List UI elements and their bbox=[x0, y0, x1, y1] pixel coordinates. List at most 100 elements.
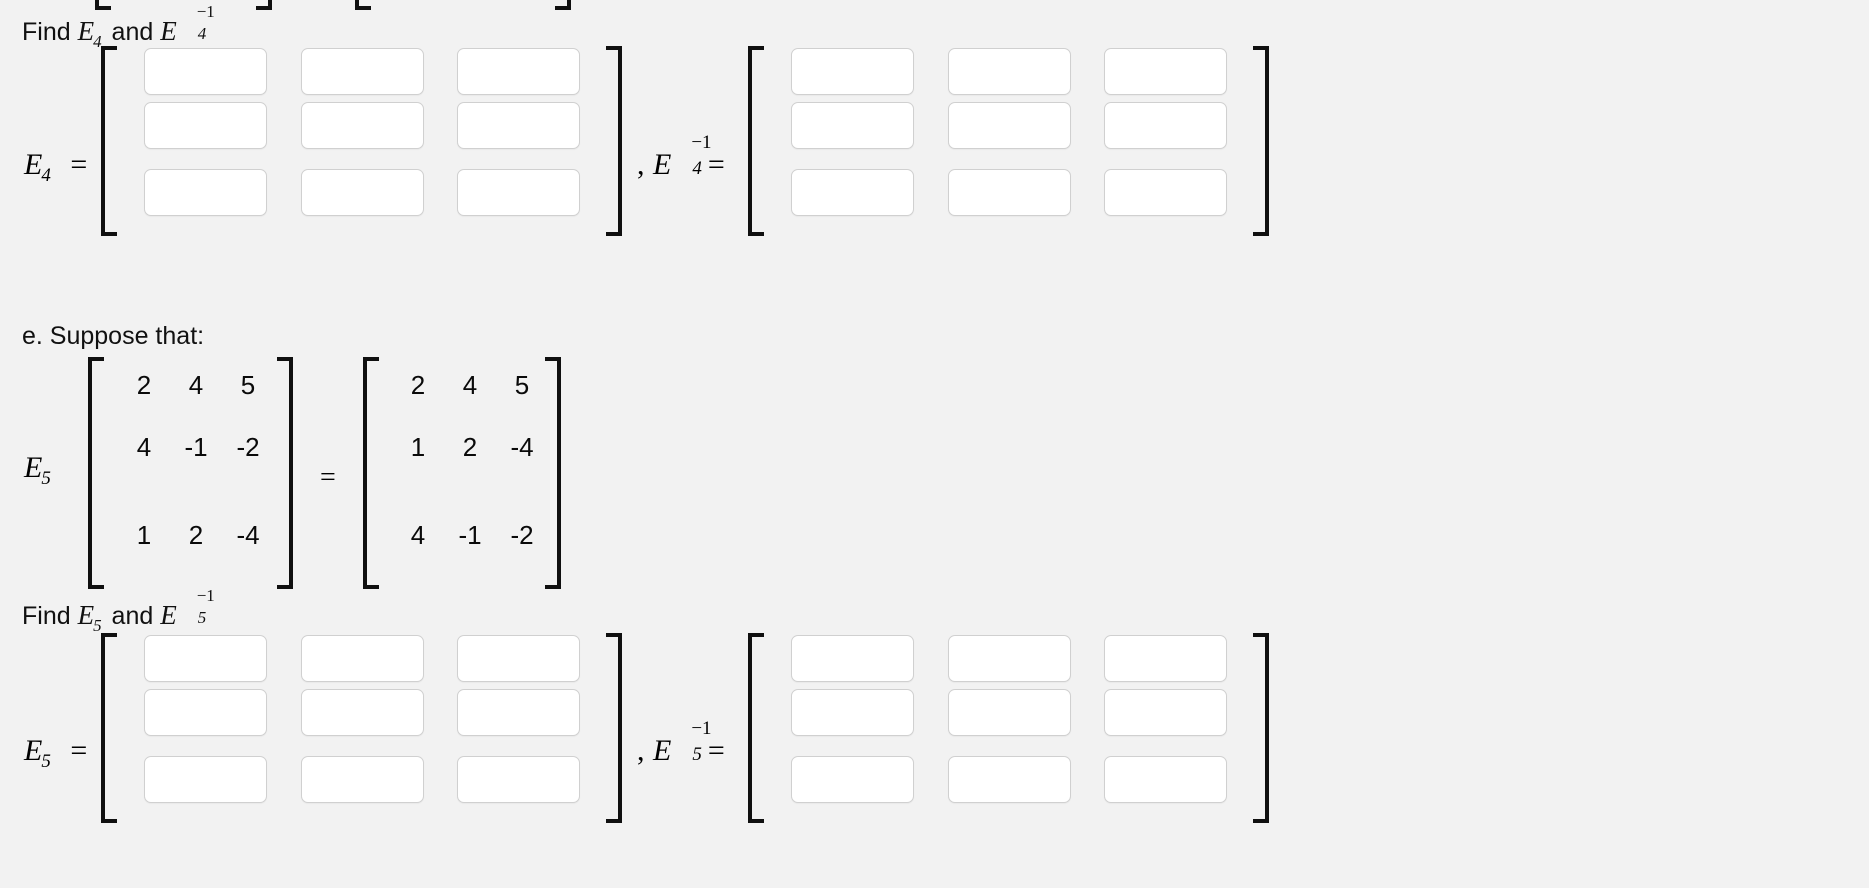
suppose-equals-sign: = bbox=[320, 462, 336, 493]
e5-inverse-input-r0c1[interactable] bbox=[948, 635, 1071, 682]
e4-inverse-input-r0c0[interactable] bbox=[791, 48, 914, 95]
matrix-cell: -2 bbox=[236, 432, 260, 462]
e5-input-r0c1[interactable] bbox=[301, 635, 424, 682]
e4-inverse-label-equals: = bbox=[707, 148, 725, 181]
clipped-bracket-close-2 bbox=[555, 0, 571, 10]
e5-input-r0c2[interactable] bbox=[457, 635, 580, 682]
e5-equals-label: E5 = bbox=[24, 734, 88, 772]
matrix-cell: -1 bbox=[184, 432, 208, 462]
e4-inverse-input-r1c2[interactable] bbox=[1104, 102, 1227, 149]
e4-matrix-bracket-close bbox=[606, 46, 622, 236]
e5-inverse-input-r1c0[interactable] bbox=[791, 689, 914, 736]
e4-inverse-input-r2c0[interactable] bbox=[791, 169, 914, 216]
e4-inverse-input-r1c0[interactable] bbox=[791, 102, 914, 149]
matrix-cell: 1 bbox=[136, 520, 152, 550]
matrix-row-gap bbox=[118, 496, 274, 522]
e5-inverse-input-r2c0[interactable] bbox=[791, 756, 914, 803]
e4-inverse-input-r2c1[interactable] bbox=[948, 169, 1071, 216]
find-e5-var1: E5 bbox=[77, 600, 102, 635]
e4-inverse-input-r2c2[interactable] bbox=[1104, 169, 1227, 216]
e5-matrix-bracket-open bbox=[101, 633, 117, 823]
e5-input-r1c2[interactable] bbox=[457, 689, 580, 736]
matrix-cell: 5 bbox=[514, 370, 530, 400]
find-e4-prompt-prefix: Find bbox=[22, 18, 71, 46]
matrix-row-gap bbox=[392, 398, 548, 434]
matrix-cell: 4 bbox=[136, 432, 152, 462]
e4-input-r0c1[interactable] bbox=[301, 48, 424, 95]
matrix-cell: 4 bbox=[462, 370, 478, 400]
e4-inverse-input-r0c2[interactable] bbox=[1104, 48, 1227, 95]
e5-matrix-bracket-close bbox=[606, 633, 622, 823]
matrix-row-gap bbox=[118, 460, 274, 496]
matrix-cell: 4 bbox=[410, 520, 426, 550]
matrix-cell: 2 bbox=[188, 520, 204, 550]
e4-input-r1c1[interactable] bbox=[301, 102, 424, 149]
e4-input-r2c1[interactable] bbox=[301, 169, 424, 216]
e5-label-equals: = bbox=[70, 734, 88, 767]
matrix-cell: 5 bbox=[240, 370, 256, 400]
e4-inverse-label-comma: , bbox=[637, 148, 645, 181]
e4-input-r1c2[interactable] bbox=[457, 102, 580, 149]
clipped-bracket-close-1 bbox=[256, 0, 272, 10]
matrix-row-gap bbox=[392, 496, 548, 522]
matrix-cell: -4 bbox=[510, 432, 534, 462]
e4-inverse-input-r1c1[interactable] bbox=[948, 102, 1071, 149]
suppose-left-matrix: 2 4 5 4 -1 -2 1 2 -4 bbox=[118, 372, 274, 548]
suppose-right-matrix: 2 4 5 1 2 -4 4 -1 -2 bbox=[392, 372, 548, 548]
suppose-right-matrix-bracket-close bbox=[545, 357, 561, 589]
e5-inverse-input-r2c2[interactable] bbox=[1104, 756, 1227, 803]
e4-inverse-matrix-bracket-close bbox=[1253, 46, 1269, 236]
e4-inverse-input-r0c1[interactable] bbox=[948, 48, 1071, 95]
e5-input-r0c0[interactable] bbox=[144, 635, 267, 682]
e4-input-r2c2[interactable] bbox=[457, 169, 580, 216]
e5-inverse-label-comma: , bbox=[637, 734, 645, 767]
matrix-cell: 4 bbox=[188, 370, 204, 400]
e5-inverse-input-r0c0[interactable] bbox=[791, 635, 914, 682]
e4-label-var: E4 bbox=[24, 148, 51, 186]
e5-inverse-matrix-bracket-open bbox=[748, 633, 764, 823]
e5-inverse-matrix-bracket-close bbox=[1253, 633, 1269, 823]
e5-inverse-input-r1c2[interactable] bbox=[1104, 689, 1227, 736]
e5-inverse-input-r1c1[interactable] bbox=[948, 689, 1071, 736]
e4-input-r1c0[interactable] bbox=[144, 102, 267, 149]
clipped-bracket-open-1 bbox=[95, 0, 111, 10]
e5-label-var: E5 bbox=[24, 734, 51, 772]
matrix-cell: 1 bbox=[410, 432, 426, 462]
e4-input-r0c2[interactable] bbox=[457, 48, 580, 95]
e4-matrix-bracket-open bbox=[101, 46, 117, 236]
clipped-bracket-open-2 bbox=[355, 0, 371, 10]
e5-input-r2c0[interactable] bbox=[144, 756, 267, 803]
matrix-row-gap bbox=[118, 398, 274, 434]
e5-suppose-label: E5 bbox=[24, 451, 54, 489]
e4-input-r2c0[interactable] bbox=[144, 169, 267, 216]
e5-input-r2c2[interactable] bbox=[457, 756, 580, 803]
e4-input-r0c0[interactable] bbox=[144, 48, 267, 95]
matrix-cell: 2 bbox=[410, 370, 426, 400]
e5-suppose-label-var: E5 bbox=[24, 451, 51, 489]
e4-label-equals: = bbox=[70, 148, 88, 181]
matrix-cell: -2 bbox=[510, 520, 534, 550]
matrix-cell: -4 bbox=[236, 520, 260, 550]
matrix-cell: -1 bbox=[458, 520, 482, 550]
e5-inverse-input-r0c2[interactable] bbox=[1104, 635, 1227, 682]
e4-equals-label: E4 = bbox=[24, 148, 88, 186]
e5-inverse-input-r2c1[interactable] bbox=[948, 756, 1071, 803]
find-e5-prompt-conjunction: and bbox=[111, 602, 154, 630]
find-e4-prompt-conjunction: and bbox=[111, 18, 154, 46]
suppose-e5-heading: e. Suppose that: bbox=[22, 322, 205, 350]
suppose-left-matrix-bracket-open bbox=[88, 357, 104, 589]
find-e5-prompt-prefix: Find bbox=[22, 602, 71, 630]
matrix-cell: 2 bbox=[462, 432, 478, 462]
e5-input-r2c1[interactable] bbox=[301, 756, 424, 803]
e4-inverse-matrix-bracket-open bbox=[748, 46, 764, 236]
e5-input-r1c1[interactable] bbox=[301, 689, 424, 736]
e5-inverse-label-equals: = bbox=[707, 734, 725, 767]
e5-input-r1c0[interactable] bbox=[144, 689, 267, 736]
